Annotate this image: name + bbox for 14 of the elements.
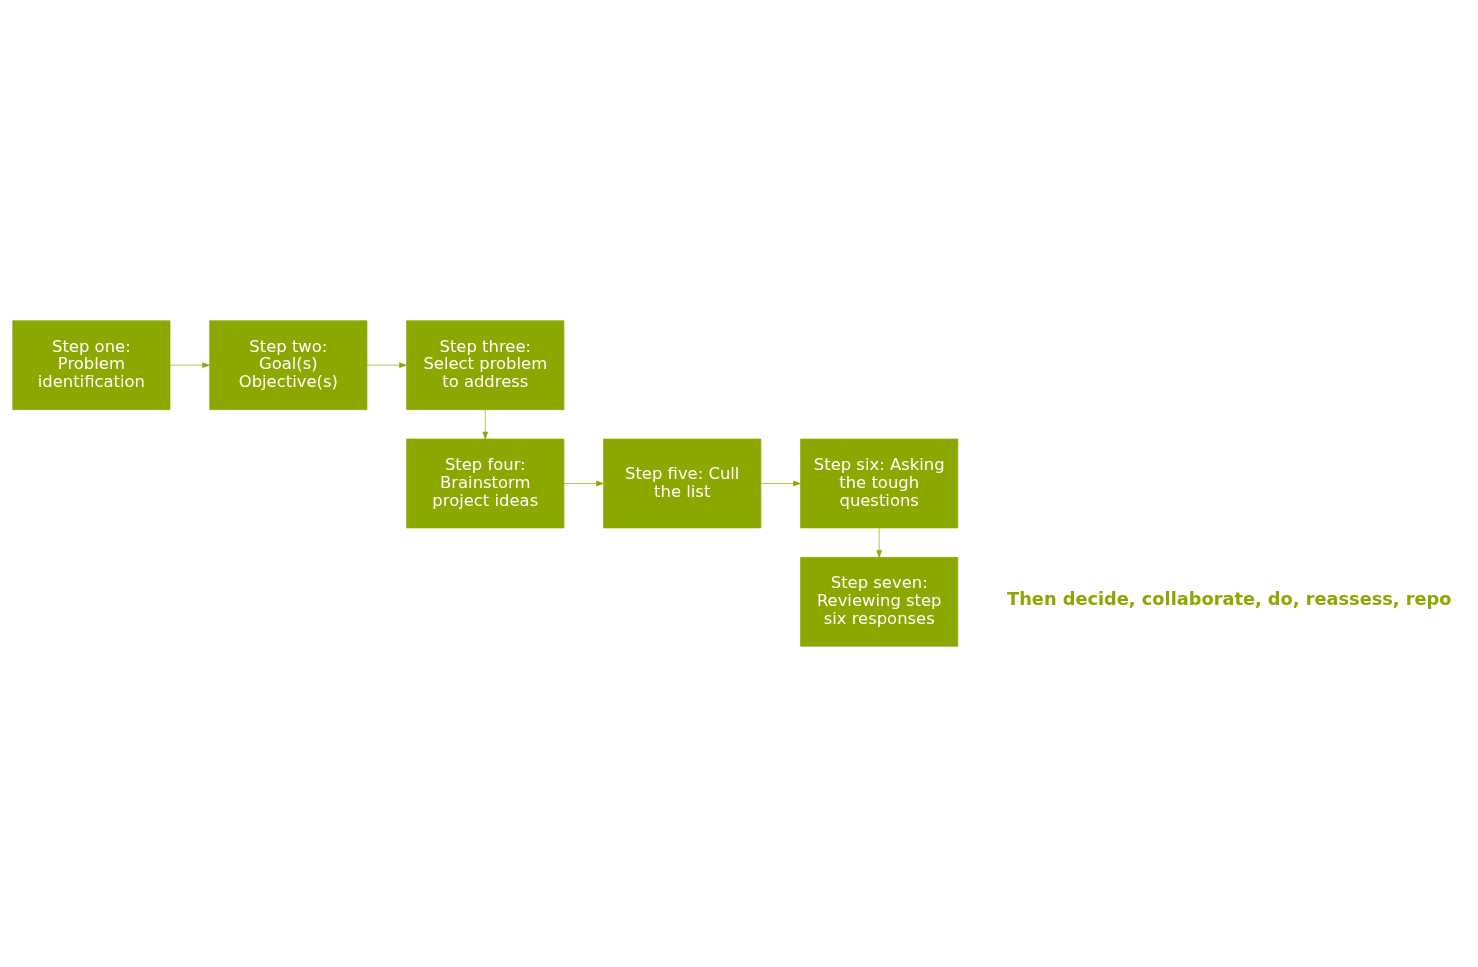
arrow	[563, 480, 604, 487]
arrow	[760, 480, 801, 487]
node-box: Step three: Select problem to address	[406, 320, 565, 410]
node-box: Step five: Cull the list	[603, 438, 762, 529]
label: Then decide, collaborate, do, reassess, repo	[1007, 588, 1452, 610]
node-box: Step two: Goal(s) Objective(s)	[209, 320, 368, 410]
node-box: Step seven: Reviewing step six responses	[800, 557, 959, 647]
arrow	[169, 362, 210, 368]
arrow	[482, 409, 488, 440]
arrow	[876, 527, 882, 558]
arrow	[366, 362, 407, 368]
node-box: Step six: Asking the tough questions	[800, 438, 959, 529]
node-box: Step four: Brainstorm project ideas	[406, 438, 565, 529]
node-box: Step one: Problem identification	[12, 320, 171, 410]
